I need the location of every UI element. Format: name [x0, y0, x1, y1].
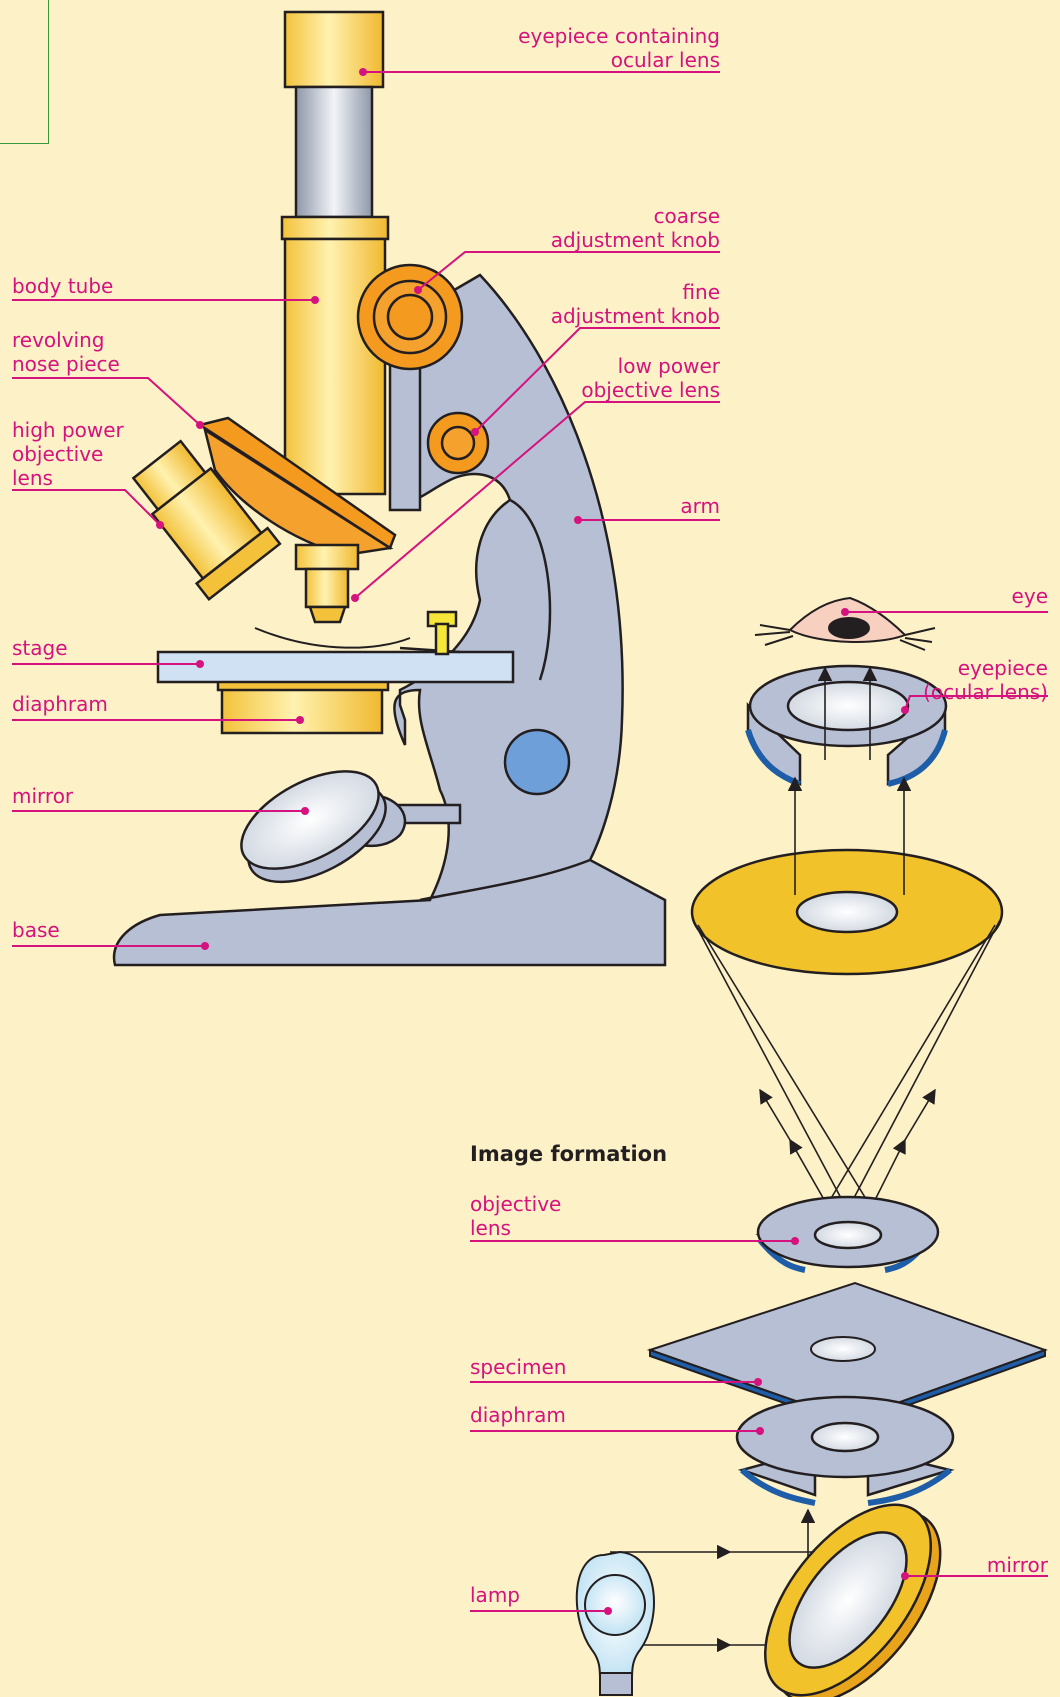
label-fine-adjustment-knob: fine adjustment knob: [551, 280, 720, 328]
label-high-power-objective: high power objective lens: [12, 418, 124, 490]
label-specimen: specimen: [470, 1355, 566, 1379]
label-formation-diaphram: diaphram: [470, 1403, 566, 1427]
diaphragm-ring: [737, 1397, 953, 1503]
label-revolving-nose-piece: revolving nose piece: [12, 328, 120, 376]
microscope-tube: [282, 12, 420, 510]
label-arm: arm: [680, 494, 720, 518]
microscope-mirror: [226, 751, 460, 902]
label-objective-lens: objective lens: [470, 1192, 561, 1240]
formation-mirror: [733, 1476, 972, 1697]
label-stage: stage: [12, 636, 68, 660]
image-plane: [692, 850, 1002, 974]
label-mirror: mirror: [12, 784, 73, 808]
label-diaphram: diaphram: [12, 692, 108, 716]
lamp-bulb: [577, 1552, 654, 1695]
image-formation-title: Image formation: [470, 1142, 667, 1166]
eyepiece-lens-ring: [748, 666, 946, 784]
objective-lens-ring: [758, 1197, 938, 1270]
eye-illustration: [755, 598, 935, 650]
label-low-power-objective: low power objective lens: [581, 354, 720, 402]
label-eyepiece-ocular: eyepiece containing ocular lens: [518, 24, 720, 72]
label-coarse-adjustment-knob: coarse adjustment knob: [551, 204, 720, 252]
label-lamp: lamp: [470, 1583, 520, 1607]
label-body-tube: body tube: [12, 274, 113, 298]
label-formation-mirror: mirror: [987, 1553, 1048, 1577]
arm-circle: [505, 730, 569, 794]
label-eye: eye: [1012, 584, 1048, 608]
label-eyepiece-ocular-lens: eyepiece (ocular lens): [923, 656, 1048, 704]
label-base: base: [12, 918, 60, 942]
